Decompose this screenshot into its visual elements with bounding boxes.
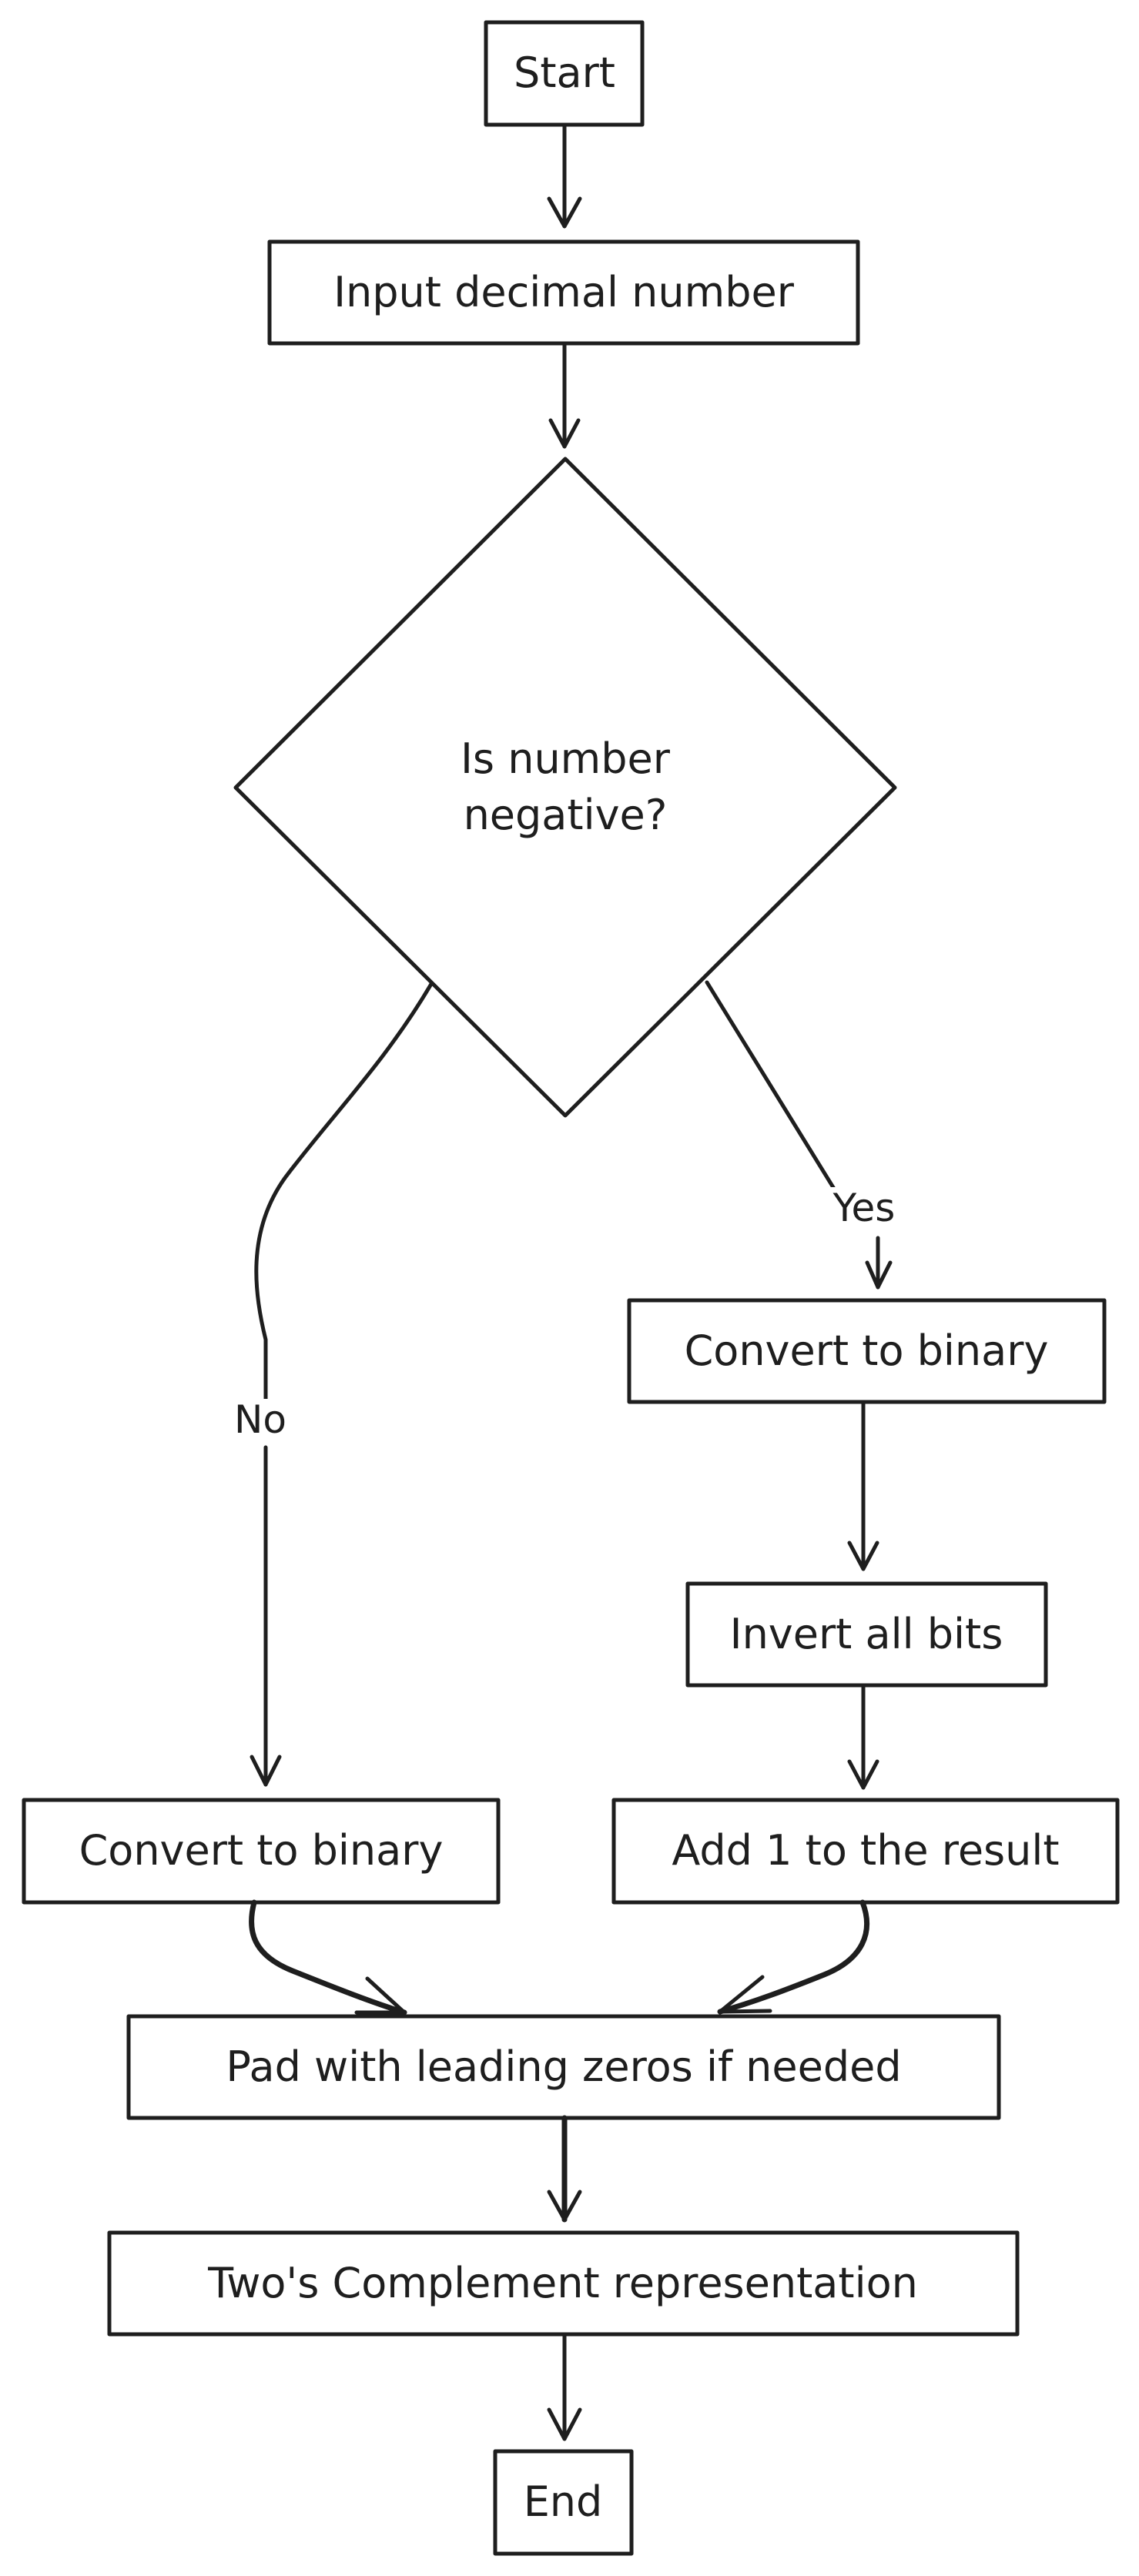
decision-node[interactable] [233, 457, 897, 1118]
edge-convert-no-to-pad [249, 1899, 407, 2016]
add-one-label: Add 1 to the result [672, 1826, 1060, 1875]
pad-zeros-label: Pad with leading zeros if needed [226, 2042, 902, 2091]
end-node[interactable] [493, 2449, 634, 2556]
start-node[interactable] [484, 20, 645, 127]
arrowhead-invert-to-add [847, 1759, 879, 1790]
add-one-node[interactable] [611, 1798, 1120, 1905]
start-label: Start [514, 49, 615, 97]
arrowhead-yes [865, 1260, 893, 1290]
edge-decision-yes [705, 980, 855, 1221]
twos-complement-label: Two's Complement representation [208, 2259, 918, 2307]
decision-label-line2: negative? [463, 791, 668, 839]
end-label: End [523, 2477, 603, 2526]
convert-binary-no-node[interactable] [22, 1798, 501, 1905]
arrowhead-no [250, 1755, 282, 1787]
input-label: Input decimal number [333, 268, 794, 316]
arrowhead-pad-to-twos [547, 2190, 582, 2222]
arrowhead-twos-to-end [547, 2407, 582, 2441]
arrowhead-convert-to-invert [847, 1541, 879, 1571]
edge-label-yes: Yes [828, 1187, 900, 1229]
edge-add-to-pad [717, 1899, 870, 2015]
input-node[interactable] [267, 239, 860, 346]
pad-zeros-node[interactable] [126, 2014, 1001, 2120]
arrowhead-add-to-pad [718, 1975, 772, 2014]
invert-bits-node[interactable] [685, 1581, 1048, 1688]
edge-label-no: No [229, 1399, 291, 1440]
convert-binary-yes-node[interactable] [627, 1298, 1107, 1404]
decision-label: Is number negative? [442, 731, 688, 844]
decision-label-line1: Is number [461, 734, 670, 784]
edge-decision-no [254, 982, 434, 1411]
arrowhead-convert-no-to-pad [354, 1976, 407, 2015]
arrowhead-input-to-decision [548, 418, 581, 449]
invert-bits-label: Invert all bits [729, 1610, 1003, 1658]
convert-binary-no-label: Convert to binary [79, 1826, 444, 1875]
arrowhead-start-to-input [547, 196, 582, 229]
convert-binary-yes-label: Convert to binary [684, 1326, 1049, 1375]
